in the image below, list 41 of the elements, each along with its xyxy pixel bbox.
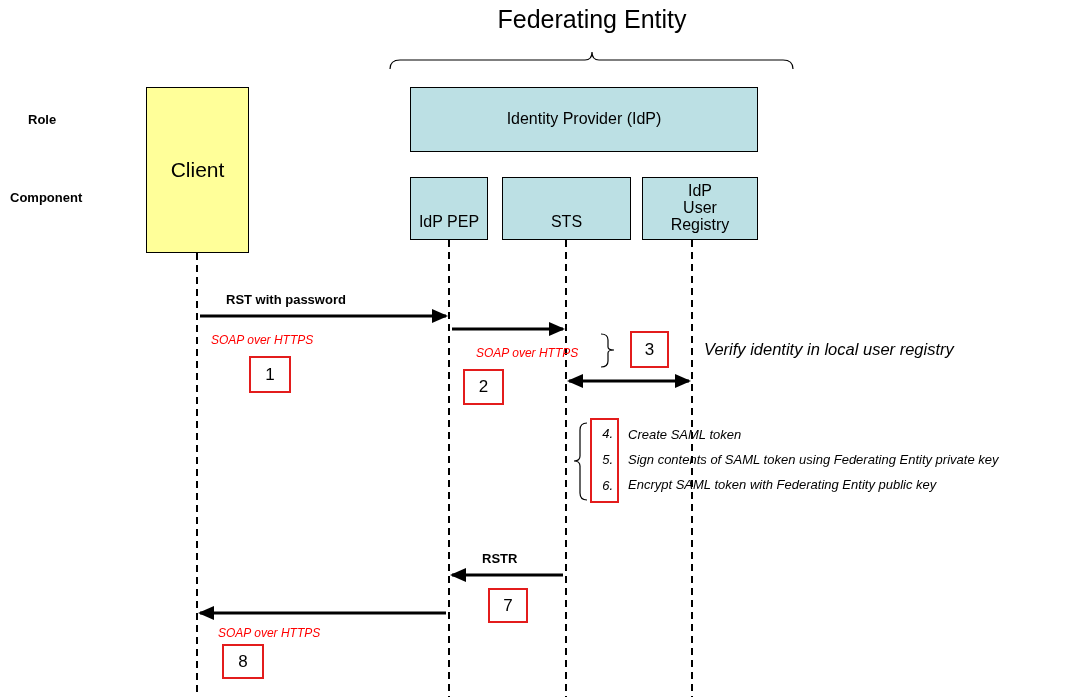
component-box — [410, 177, 488, 240]
node-label: Identity Provider (IdP) — [506, 110, 662, 129]
row-label: Role — [28, 112, 57, 127]
component-box — [502, 177, 631, 240]
node-label: IdP PEP — [418, 212, 480, 231]
protocol-note: SOAP over HTTPS — [218, 626, 321, 640]
node-label: STS — [550, 212, 583, 231]
component-box — [642, 177, 758, 240]
step-number-list-box — [590, 418, 619, 503]
step-number: 6. — [602, 478, 613, 494]
step-number-box — [222, 644, 264, 679]
message-arrow — [567, 374, 691, 388]
message-arrow — [198, 606, 446, 620]
participant-box — [146, 87, 249, 253]
message-arrow — [450, 568, 563, 582]
diagram-title: Federating Entity — [496, 5, 688, 34]
role-box — [410, 87, 758, 152]
step-description: Verify identity in local user registry — [704, 340, 954, 359]
step-number-box — [488, 588, 528, 623]
lifeline — [446, 240, 452, 697]
step-number: 4. — [602, 427, 613, 443]
edge-label: RST with password — [226, 292, 346, 307]
node-label: Client — [170, 157, 225, 183]
step-description: Encrypt SAML token with Federating Entity public key — [628, 477, 937, 492]
step-number-box — [630, 331, 669, 368]
step-number: 5. — [602, 453, 613, 468]
step-number: 3 — [644, 339, 655, 360]
message-arrow — [200, 309, 448, 323]
step-number: 7 — [503, 595, 513, 616]
message-arrow — [452, 322, 565, 336]
protocol-note: SOAP over HTTPS — [211, 333, 314, 347]
protocol-note: SOAP over HTTPS — [476, 346, 579, 360]
step-number-box — [249, 356, 291, 393]
row-label: Component — [10, 190, 83, 205]
step-number-box — [463, 369, 504, 405]
step-number: 8 — [238, 651, 248, 672]
step-description: Sign contents of SAML token using Federating Entity private key — [628, 452, 999, 467]
edge-label: RSTR — [482, 551, 518, 566]
step-number: 1 — [265, 364, 275, 385]
step-number: 2 — [478, 377, 489, 397]
node-label: IdP User Registry — [670, 183, 730, 234]
